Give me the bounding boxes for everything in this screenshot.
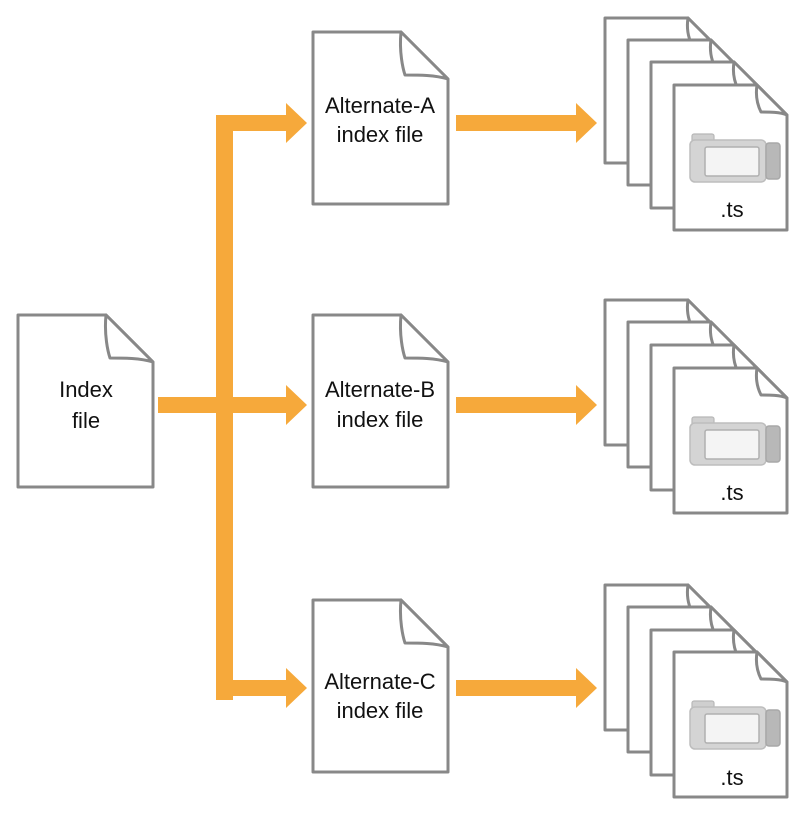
arrows [158, 103, 597, 708]
segment-stack-a: .ts [603, 16, 789, 232]
arrow-index-to-trunk [158, 397, 232, 413]
index-file-label-line1: Index [59, 377, 113, 402]
arrow-b-to-segments [456, 385, 597, 425]
arrow-c-to-segments [456, 668, 597, 708]
segment-c-label: .ts [720, 765, 743, 790]
alternate-a-doc: Alternate-A index file [311, 30, 450, 206]
alternate-b-doc: Alternate-B index file [311, 313, 450, 489]
alternate-a-label-line1: Alternate-A [325, 93, 435, 118]
index-file-label-line2: file [72, 408, 100, 433]
video-camera-icon [689, 700, 781, 750]
alternate-c-label-line2: index file [337, 698, 424, 723]
index-file-doc: Index file [16, 313, 155, 489]
alternate-c-doc: Alternate-C index file [311, 598, 450, 774]
alternate-c-label-line1: Alternate-C [324, 669, 435, 694]
video-camera-icon [689, 416, 781, 466]
alternate-b-label-line2: index file [337, 407, 424, 432]
segment-b-label: .ts [720, 480, 743, 505]
video-camera-icon [689, 133, 781, 183]
arrow-to-alternate-b [216, 385, 307, 425]
arrow-to-alternate-c [216, 668, 307, 708]
segment-stack-c: .ts [603, 583, 789, 799]
arrow-a-to-segments [456, 103, 597, 143]
segment-a-label: .ts [720, 197, 743, 222]
segment-stack-b: .ts [603, 298, 789, 515]
arrow-to-alternate-a [216, 103, 307, 143]
alternate-b-label-line1: Alternate-B [325, 377, 435, 402]
alternate-a-label-line2: index file [337, 122, 424, 147]
